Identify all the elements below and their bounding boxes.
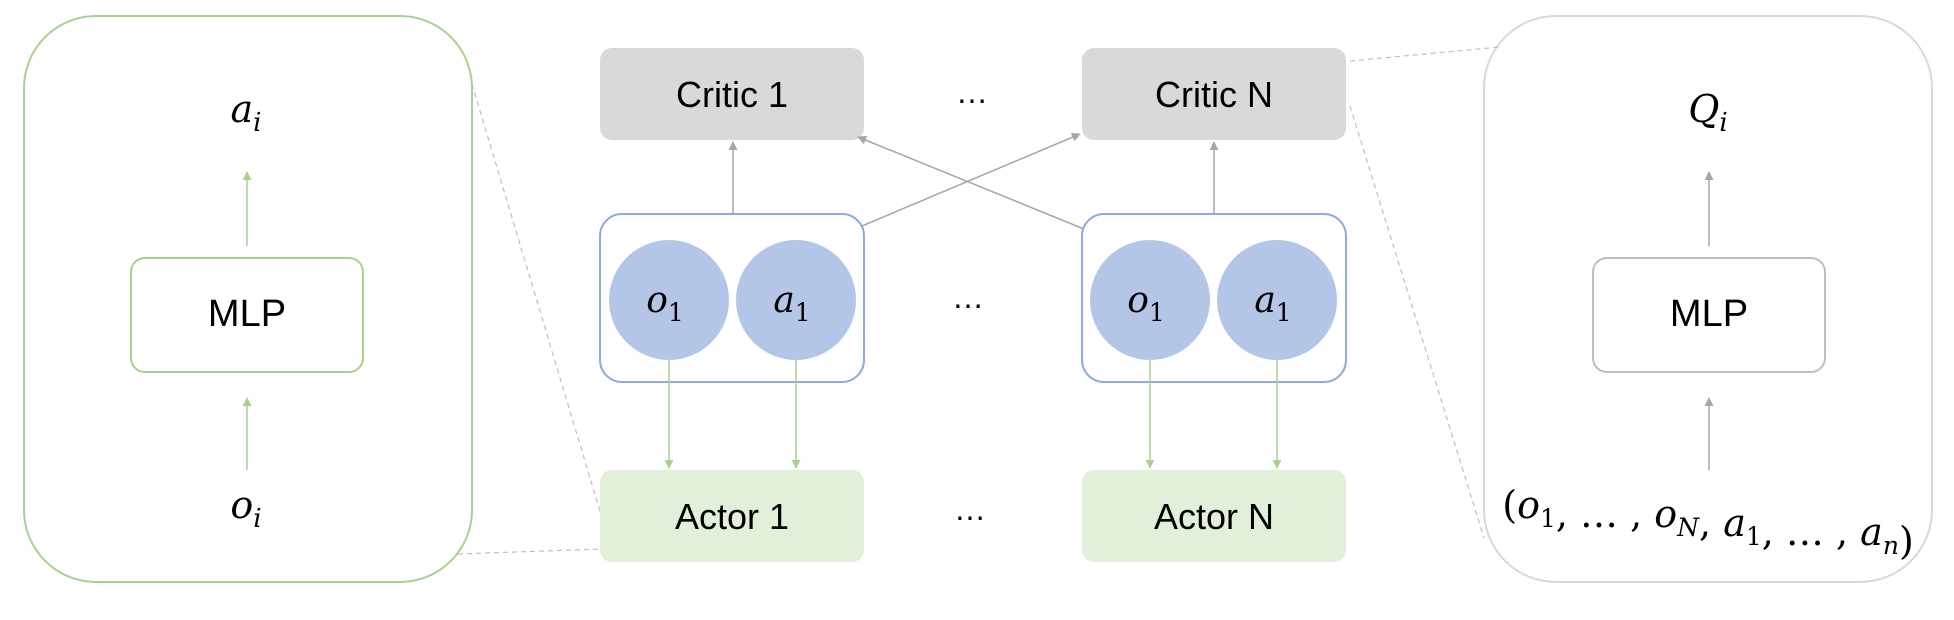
- actor-1-label: Actor 1: [675, 496, 789, 537]
- critic-1-label: Critic 1: [676, 74, 788, 115]
- critic-input-subscript: 1: [1746, 522, 1762, 551]
- agent-1-observation-node: [609, 240, 729, 360]
- critic-input-punct: , … ,: [1556, 492, 1654, 536]
- agent-1-action-label: a1: [773, 280, 810, 327]
- actor-zoom-connector-top: [471, 83, 603, 519]
- critic-input-punct: ): [1899, 519, 1914, 563]
- agent-ellipsis: …: [952, 279, 984, 315]
- critic-input-subscript: N: [1676, 513, 1700, 542]
- agent-1-observation-label: o1: [646, 280, 684, 327]
- critic-mlp-label: MLP: [1670, 293, 1748, 335]
- critic-input-symbol: a: [1723, 501, 1746, 545]
- critic-zoom-connector-top: [1349, 46, 1501, 62]
- agent-1-action-node: [736, 240, 856, 360]
- critic-input-subscript: 1: [1540, 504, 1556, 533]
- actor-n-label: Actor N: [1154, 496, 1274, 537]
- actor-zoom-connector-bottom: [457, 548, 603, 555]
- critic-zoom-connector-bottom: [1349, 105, 1485, 539]
- critic-output-label: Qi: [1688, 87, 1727, 138]
- critic-1-box: [600, 48, 864, 140]
- critic-input-punct: (: [1502, 483, 1517, 527]
- agent-1-to-critic-n-arrow: [861, 133, 1081, 227]
- actor-mlp-label: MLP: [208, 293, 286, 335]
- critic-input-punct: , … ,: [1762, 510, 1860, 554]
- actor-input-label: oi: [230, 483, 261, 534]
- critic-n-label: Critic N: [1155, 74, 1273, 115]
- critic-input-symbol: o: [1654, 492, 1677, 536]
- agent-n-action-node: [1217, 240, 1337, 360]
- critic-n-box: [1082, 48, 1346, 140]
- agent-n-observation-label: o1: [1127, 280, 1165, 327]
- critic-input-symbol: o: [1517, 483, 1540, 527]
- actor-mlp-box: [130, 257, 364, 373]
- critic-ellipsis: …: [956, 74, 988, 110]
- actor-n-box: [1082, 470, 1346, 562]
- agent-n-to-critic-1-arrow: [857, 135, 1085, 230]
- actor-1-box: [600, 470, 864, 562]
- agent-n-observation-node: [1090, 240, 1210, 360]
- critic-input-punct: ,: [1699, 501, 1723, 545]
- critic-input-symbol: a: [1860, 510, 1883, 554]
- critic-mlp-box: [1592, 257, 1826, 373]
- critic-input-subscript: n: [1883, 531, 1899, 560]
- critic-input-label: (o1, … , oN, a1, … , an): [1502, 483, 1914, 563]
- actor-output-label: ai: [231, 87, 262, 138]
- actor-ellipsis: …: [954, 491, 986, 527]
- agent-n-action-label: a1: [1254, 280, 1291, 327]
